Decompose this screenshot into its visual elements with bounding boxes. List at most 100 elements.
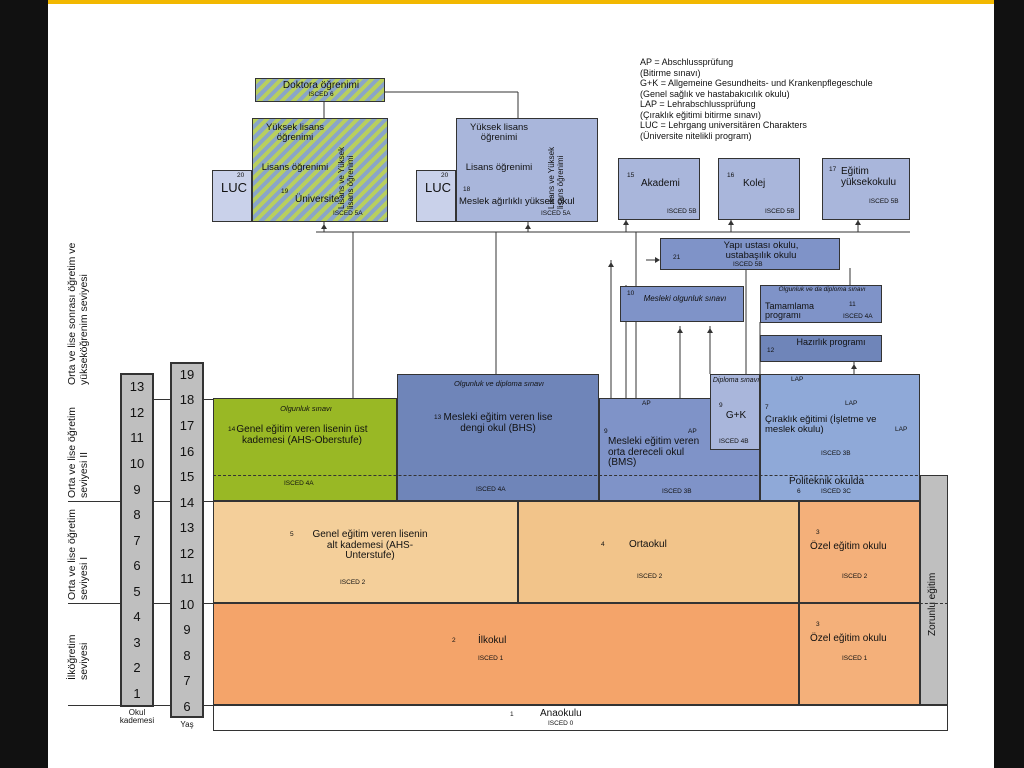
doctorate-title: Doktora öğrenimi [282,80,360,91]
age-7: 7 [183,673,191,688]
mesleki-olgunluk-box: 10 Mesleki olgunluk sınavı [620,286,744,322]
school-grade-label: Okul kademesi [119,708,155,726]
grade-11: 11 [130,430,144,445]
luc-box-left: 20 LUC [212,170,252,222]
ozel1-num: 3 [816,621,820,628]
ciraklik-lap2: LAP [845,400,858,407]
grade-5: 5 [133,584,141,599]
legend-line: LAP = Lehrabschlussprüfung [640,99,756,109]
bhs-num: 13 [434,414,442,421]
ahs-unter-num: 5 [290,531,294,538]
age-18: 18 [179,392,195,407]
yapi-num: 21 [673,254,681,261]
grade-3: 3 [133,635,141,650]
grade-4: 4 [133,609,141,624]
grade-8: 8 [133,507,141,522]
gk-isced: ISCED 4B [719,438,749,445]
ilkokul-title: İlkokul [478,635,507,646]
tamamlama-box: Olgunluk ve da diploma sınavı 11 Tamamla… [760,285,882,323]
tamamlama-subtitle: Olgunluk ve da diploma sınavı [778,286,866,293]
uni-num: 19 [281,188,289,195]
akademi-isced: ISCED 5B [667,208,697,215]
yapi-ustasi-box: 21 Yapı ustası okulu, ustabaşılık okulu … [660,238,840,270]
age-11: 11 [180,571,194,586]
mesleki-olgunluk-num: 10 [627,290,635,297]
university-box: Yüksek lisans öğrenimi Lisans öğrenimi 1… [252,118,388,222]
side-label-secondary1: Orta ve lise öğretim seviyesi I [66,508,90,600]
slide: AP = Abschlussprüfung (Bitirme sınavı) G… [48,0,994,768]
bms-ap2: AP [688,428,697,435]
uni-name: Üniversite [295,194,340,205]
fachhochschule-box: Yüksek lisans öğrenimi Lisans öğrenimi 1… [456,118,598,222]
side-label-secondary2: Orta ve lise öğretim seviyesi II [66,406,90,498]
luc-box-right: 20 LUC [416,170,456,222]
ortaokul-box: 4 Ortaokul ISCED 2 [518,501,799,603]
ciraklik-title: Çıraklık eğitimi (İşletme ve meslek okul… [765,414,877,435]
legend-line: G+K = Allgemeine Gesundheits- und Kranke… [640,78,873,88]
uni-both: Lisans ve Yüksek lisans öğrenimi [337,146,355,209]
ozel2-title: Özel eğitim okulu [810,541,887,552]
ozel2-isced: ISCED 2 [842,573,868,580]
grade-13: 13 [129,379,145,394]
ahs-unterstufe-box: 5 Genel eğitim veren lisenin alt kademes… [213,501,518,603]
egitim-isced: ISCED 5B [869,198,899,205]
kolej-isced: ISCED 5B [765,208,795,215]
age-15: 15 [179,469,195,484]
ahs-oberstufe-box: Olgunluk sınavı 14 Genel eğitim veren li… [213,398,397,501]
yapi-isced: ISCED 5B [733,261,763,268]
age-16: 16 [179,444,195,459]
age-19: 19 [179,367,195,382]
hazirlik-title: Hazırlık programı [796,337,866,347]
fh-isced: ISCED 5A [541,210,571,217]
age-8: 8 [183,648,191,663]
ilkokul-box: 2 İlkokul ISCED 1 [213,603,799,705]
luc-label: LUC [425,180,452,195]
age-10-dashed-line [799,603,948,604]
ahs-unter-title: Genel eğitim veren lisenin alt kademesi … [312,529,428,561]
ahs-ober-num: 14 [228,426,236,433]
ortaokul-num: 4 [601,541,605,548]
politeknik-num: 6 [797,488,801,495]
ciraklik-box: LAP LAP LAP 7 Çıraklık eğitimi (İşletme … [760,374,920,501]
gk-box: Diploma sınavı 9 G+K ISCED 4B [710,374,760,450]
tamamlama-isced: ISCED 4A [843,313,873,320]
age-6: 6 [183,699,191,714]
anaokulu-title: Anaokulu [540,708,582,719]
legend-line: LUC = Lehrgang universitären Charakters [640,120,807,130]
kolej-box: 16 Kolej ISCED 5B [718,158,800,220]
ozel-egitim-2-box: 3 Özel eğitim okulu ISCED 2 [799,501,920,603]
bms-num: 9 [604,428,608,435]
legend-line: (Çıraklık eğitimi bitirme sınavı) [640,109,762,120]
hazirlik-box: 12 Hazırlık programı [760,335,882,362]
grade-12: 12 [129,405,145,420]
ozel-egitim-1-box: 3 Özel eğitim okulu ISCED 1 [799,603,920,705]
age-14: 14 [179,495,195,510]
ahs-ober-title: Genel eğitim veren lisenin üst kademesi … [236,424,368,446]
mesleki-olgunluk-title: Mesleki olgunluk sınavı [643,294,727,303]
anaokulu-box: 1 Anaokulu ISCED 0 [213,705,948,731]
politeknik-isced: ISCED 3C [821,488,851,495]
doctorate-box: Doktora öğrenimi ISCED 6 [255,78,385,102]
anaokulu-isced: ISCED 0 [548,720,574,727]
akademi-title: Akademi [641,178,680,189]
age-13: 13 [179,520,195,535]
bhs-isced: ISCED 4A [476,486,506,493]
grade-10: 10 [129,456,145,471]
gk-title: G+K [725,410,747,421]
bms-isced: ISCED 3B [662,488,692,495]
ahs-unter-isced: ISCED 2 [340,579,366,586]
side-label-primary: İlköğretim seviyesi [66,634,90,680]
luc-num: 20 [237,172,245,179]
school-grade-column: 13 12 11 10 9 8 7 6 5 4 3 2 1 [120,373,154,707]
luc-num: 20 [441,172,449,179]
bhs-box: Olgunluk ve diploma sınavı 13 Mesleki eğ… [397,374,599,501]
legend-line: AP = Abschlussprüfung [640,57,734,67]
uni-master: Yüksek lisans öğrenimi [265,122,325,143]
age-9: 9 [183,622,191,637]
ilkokul-isced: ISCED 1 [478,655,504,662]
age-label: Yaş [180,720,194,729]
ozel1-title: Özel eğitim okulu [810,633,887,644]
politeknik-title: Politeknik okulda [789,476,865,487]
hazirlik-num: 12 [767,347,775,354]
fh-bachelor: Lisans öğrenimi [465,162,533,173]
